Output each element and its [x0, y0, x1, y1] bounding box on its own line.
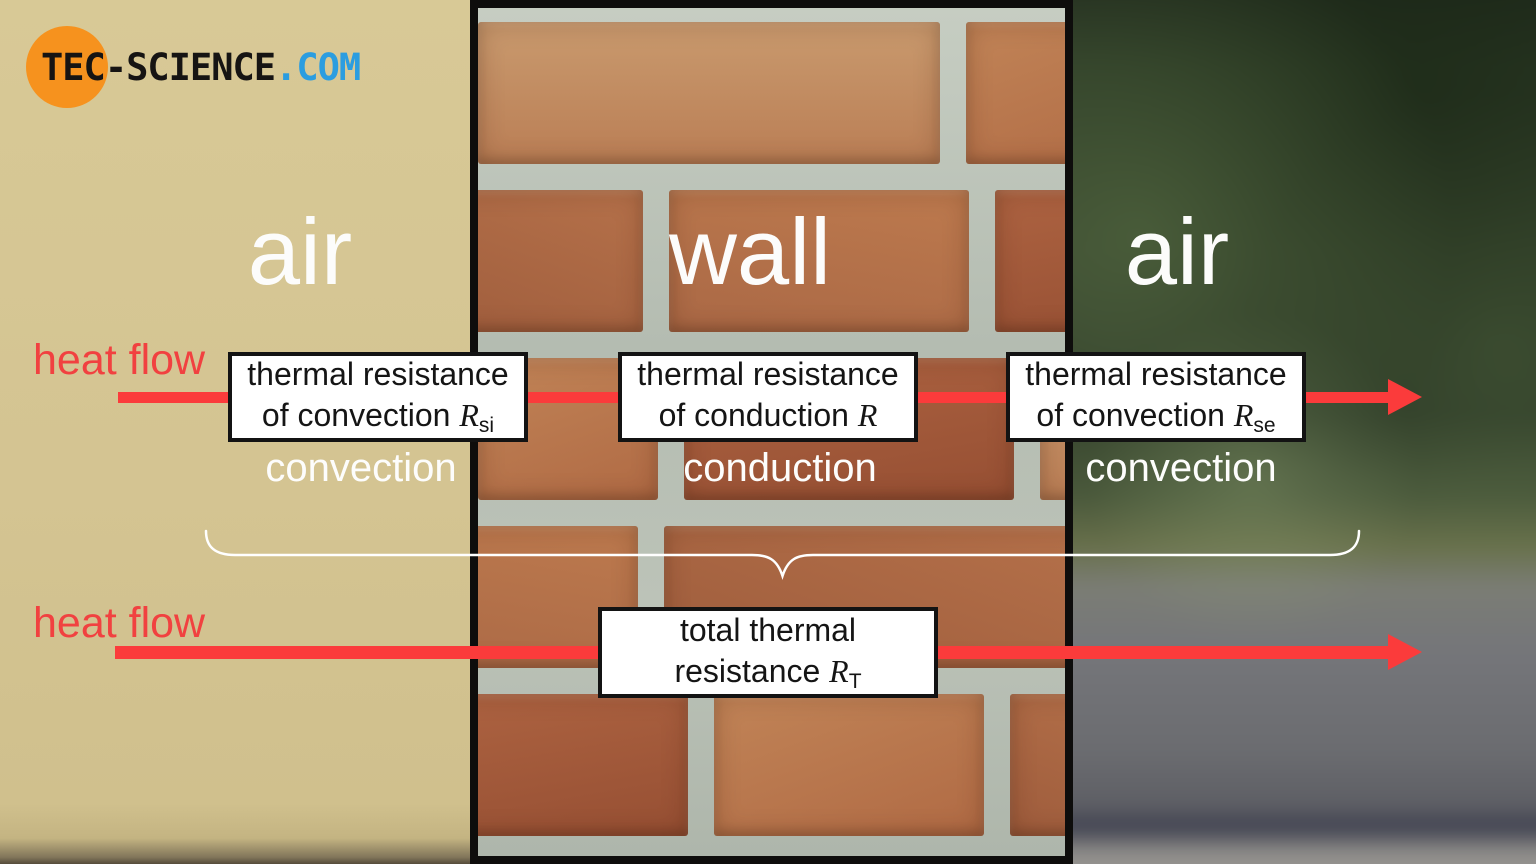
convection-label-left: convection: [265, 446, 457, 490]
resistance-symbol: R: [857, 397, 878, 433]
resistance-symbol: R: [1233, 397, 1254, 433]
resistance-subscript: si: [478, 414, 495, 437]
resistance-subscript: se: [1253, 414, 1276, 437]
logo-tld-text: .COM: [275, 46, 361, 89]
conduction-label: conduction: [683, 446, 877, 490]
box-line2: of convection Rse: [1036, 397, 1276, 437]
brick-row: [478, 694, 1065, 836]
wall-label: wall: [669, 199, 831, 304]
box-line2: of conduction R: [658, 397, 878, 433]
brick-row: [478, 22, 1065, 164]
box-line2: of convection Rsi: [261, 397, 495, 437]
box-line1: thermal resistance: [1025, 356, 1287, 392]
heat-flow-arrow-top-head-icon: [1388, 379, 1422, 415]
resistance-box-convection-inside: thermal resistance of convection Rsi: [228, 352, 528, 442]
heat-flow-arrow-bottom-head-icon: [1388, 634, 1422, 670]
brick-row: [478, 190, 1065, 332]
logo-brand-text: TEC-SCIENCE: [41, 46, 276, 89]
box-line1: thermal resistance: [637, 356, 899, 392]
box-line1: total thermal: [679, 611, 857, 648]
brick: [714, 694, 984, 836]
resistance-box-conduction: thermal resistance of conduction R: [618, 352, 918, 442]
box-line2: resistance RT: [674, 652, 862, 693]
heat-flow-label-bottom: heat flow: [33, 599, 206, 647]
total-resistance-box: total thermal resistance RT: [598, 607, 938, 698]
box-line1: thermal resistance: [247, 356, 509, 392]
brick: [478, 190, 643, 332]
resistance-symbol: R: [459, 397, 479, 433]
brick: [995, 190, 1065, 332]
brick: [966, 22, 1065, 164]
air-label-right: air: [1124, 199, 1230, 304]
brick: [478, 694, 688, 836]
resistance-box-convection-outside: thermal resistance of convection Rse: [1006, 352, 1306, 442]
logo-circle: [26, 26, 108, 108]
brick: [1010, 694, 1065, 836]
heat-flow-label-top: heat flow: [33, 336, 206, 384]
convection-label-right: convection: [1085, 446, 1277, 490]
air-label-left: air: [247, 199, 353, 304]
resistance-symbol: R: [829, 652, 849, 689]
brick: [478, 22, 940, 164]
resistance-subscript: T: [848, 669, 862, 693]
brick: [669, 190, 969, 332]
site-logo: TEC-SCIENCE.COM: [41, 46, 361, 89]
